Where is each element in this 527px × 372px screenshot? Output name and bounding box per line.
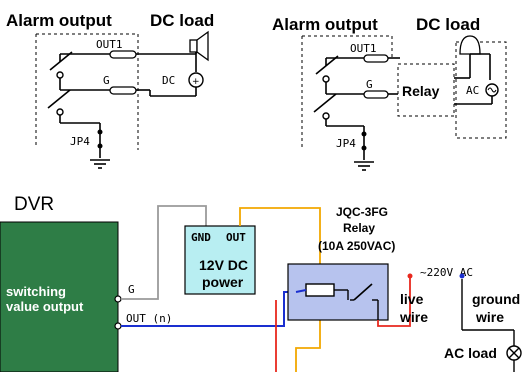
out-pin-label: OUT (n): [126, 312, 172, 325]
red-live-wire: [377, 278, 411, 327]
dvr-label: DVR: [14, 194, 54, 215]
g-pin: [114, 295, 122, 303]
tl-out1-label: OUT1: [96, 38, 123, 51]
switching-line2: value output: [6, 299, 84, 314]
relay-contact-icon: [353, 283, 373, 301]
relay-line3: (10A 250VAC): [318, 239, 395, 253]
live-line2: wire: [399, 309, 428, 325]
live-terminal: [407, 273, 413, 279]
top-left-diagram: Alarm output DC load JP4 OUT1 G: [6, 11, 214, 169]
live-line1: live: [400, 291, 424, 307]
tr-switch1-blade: [315, 55, 339, 75]
ac-load-label: AC load: [444, 345, 497, 361]
tl-out1-terminal: [109, 50, 137, 59]
tl-jp4-label: JP4: [70, 135, 90, 148]
tr-out1-label: OUT1: [350, 42, 377, 55]
gray-ground-wire: [121, 205, 207, 300]
tl-g-label: G: [103, 74, 110, 87]
tr-relay-label: Relay: [402, 83, 440, 99]
tl-horn-icon: [189, 39, 198, 53]
bottom-diagram: DVR switching value output G OUT (n) GND…: [0, 194, 522, 372]
g-pin-label: G: [128, 283, 135, 296]
tr-relay-box: [397, 63, 455, 117]
ac-voltage-label: ~220V AC: [420, 266, 473, 279]
switching-line1: switching: [6, 284, 66, 299]
tr-dc-load-title: DC load: [416, 15, 480, 34]
power-out-label: OUT: [226, 231, 246, 244]
tr-alarm-output-title: Alarm output: [272, 15, 378, 34]
tl-alarm-output-title: Alarm output: [6, 11, 112, 30]
tr-alarm-dashed-box: [301, 35, 393, 150]
power-box: [184, 225, 256, 295]
out-pin: [114, 322, 122, 330]
dvr-box: [0, 221, 119, 372]
relay-line1: JQC-3FG: [336, 205, 388, 219]
top-right-diagram: Alarm output DC load JP4 OUT1 G Relay: [272, 15, 507, 171]
tl-dc-load-title: DC load: [150, 11, 214, 30]
tr-bell-icon: [459, 35, 481, 55]
tl-switch2-blade: [47, 89, 71, 109]
relay-box: [287, 263, 389, 321]
relay-line2: Relay: [343, 221, 375, 235]
power-gnd-label: GND: [191, 231, 211, 244]
tr-g-terminal: [363, 90, 389, 99]
ground-line1: ground: [472, 291, 520, 307]
tl-dc-label: DC: [162, 74, 175, 87]
tr-ac-label: AC: [466, 84, 479, 97]
ground-terminal: [459, 273, 465, 279]
power-line1: 12V DC: [199, 257, 248, 273]
tr-jp4-label: JP4: [336, 137, 356, 150]
power-line2: power: [202, 274, 244, 290]
svg-text:+: +: [192, 77, 200, 87]
tr-out1-terminal: [363, 54, 389, 63]
tr-g-label: G: [366, 78, 373, 91]
tl-switch1-blade: [49, 51, 73, 71]
ground-line2: wire: [475, 309, 504, 325]
relay-coil-icon: [305, 283, 335, 297]
tl-g-terminal: [109, 86, 137, 95]
tr-switch2-blade: [313, 93, 337, 113]
